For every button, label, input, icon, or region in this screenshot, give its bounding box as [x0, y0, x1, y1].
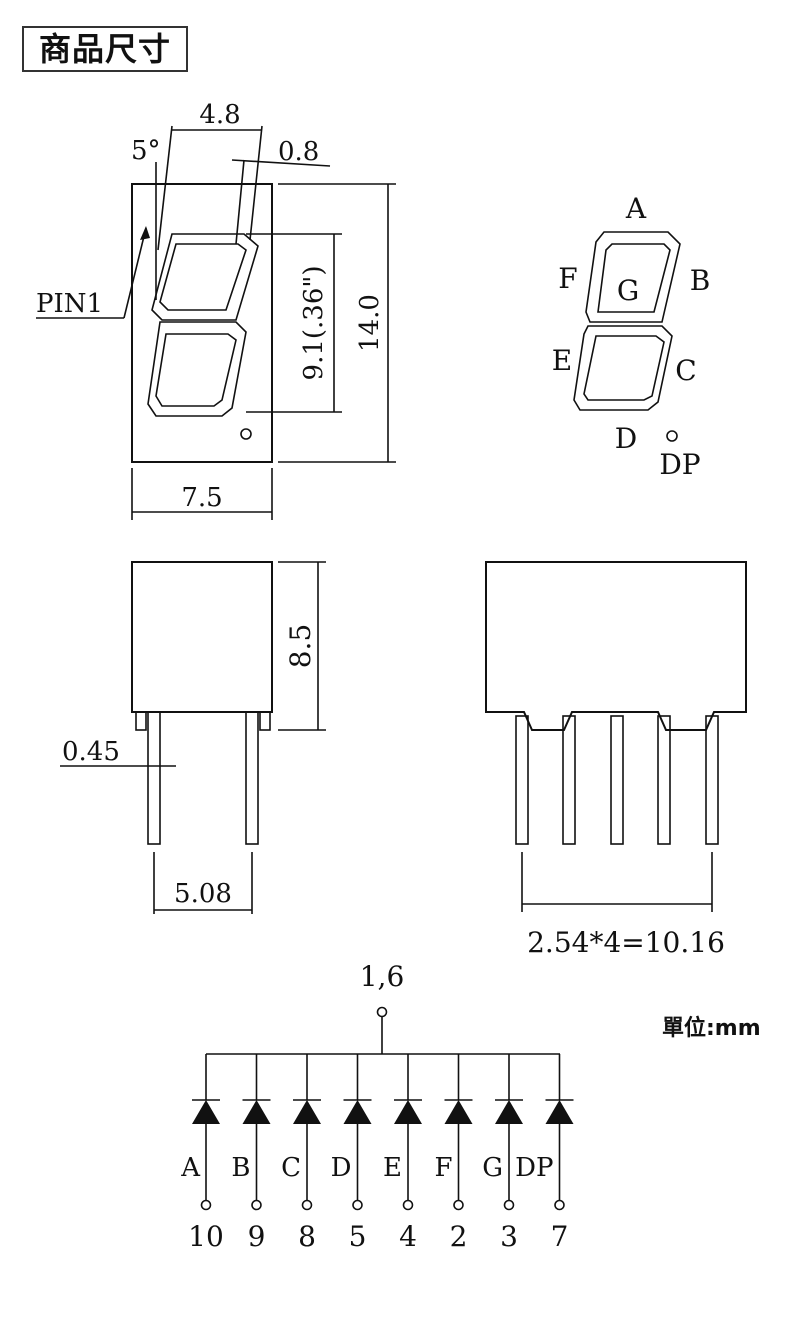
side-body-outline — [131, 561, 273, 713]
diode-symbol — [192, 1100, 220, 1124]
diode-column: D5 — [331, 1054, 372, 1253]
segment-label-f: F — [558, 262, 577, 295]
dim-pin-spacing: 5.08 — [174, 879, 232, 909]
segment-label-a: A — [625, 192, 647, 225]
diode-symbol — [343, 1100, 372, 1124]
segment-label-b: B — [690, 264, 711, 297]
dim-body-height: 8.5 — [284, 624, 317, 669]
bottom-pin — [657, 715, 671, 845]
front-digit-outline — [147, 233, 259, 417]
pin-number-3: 5 — [349, 1220, 367, 1253]
segment-label-g: G — [617, 274, 639, 307]
diode-column: G3 — [482, 1054, 523, 1253]
segment-name-7: DP — [515, 1153, 553, 1183]
pin-terminal — [503, 1199, 515, 1211]
segment-label-e: E — [552, 344, 572, 377]
pin-terminal — [554, 1199, 565, 1211]
pin-number-0: 10 — [188, 1220, 224, 1253]
diode-column: A 10 — [180, 1054, 224, 1253]
segment-dp-dot — [666, 430, 678, 442]
front-view: 4.8 5° 0.8 PIN1 9.1(.36") 14.0 7.5 — [36, 100, 396, 520]
diode-symbol — [242, 1100, 271, 1124]
pin-terminal — [453, 1199, 464, 1211]
pin-number-6: 3 — [500, 1220, 518, 1253]
diode-symbol — [495, 1100, 523, 1124]
bottom-pin — [515, 715, 529, 845]
pin-terminal — [200, 1199, 212, 1211]
diode-column: E4 — [383, 1054, 422, 1253]
dim-digit-height: 9.1(.36") — [299, 266, 329, 381]
diode-column: B9 — [231, 1054, 271, 1253]
common-pin-terminal — [376, 1006, 388, 1018]
segment-name-3: D — [331, 1153, 352, 1183]
pin1-label: PIN1 — [36, 289, 103, 319]
bottom-body-outline — [485, 561, 747, 731]
diode-column: C8 — [281, 1054, 321, 1253]
dim-pin-pitch: 2.54*4=10.16 — [527, 926, 725, 959]
diode-symbol — [293, 1100, 321, 1124]
diode-symbol — [444, 1100, 473, 1124]
dim-line-seg-width — [231, 159, 331, 167]
diode-symbol — [545, 1100, 574, 1124]
pin-number-7: 7 — [551, 1220, 569, 1253]
pin-terminal — [352, 1199, 363, 1211]
pin-terminal — [251, 1199, 262, 1211]
segment-label-c: C — [675, 354, 696, 387]
pin-number-5: 2 — [450, 1220, 468, 1253]
diode-symbol — [394, 1100, 422, 1124]
side-pin-right — [245, 711, 259, 845]
side-view: 8.5 0.45 5.08 — [60, 561, 326, 914]
dim-angle: 5° — [131, 136, 161, 166]
front-dp-dot — [240, 428, 252, 440]
dim-pin-thickness: 0.45 — [62, 737, 120, 767]
dim-total-width: 7.5 — [181, 483, 222, 513]
segment-name-4: E — [383, 1153, 402, 1183]
page-title: 商品尺寸 — [22, 26, 188, 72]
dim-total-height: 14.0 — [355, 294, 385, 352]
dim-seg-width: 0.8 — [278, 137, 319, 167]
segment-name-0: A — [180, 1153, 201, 1183]
bottom-pin — [562, 715, 576, 845]
segment-label-dp: DP — [659, 448, 700, 481]
segment-name-1: B — [231, 1153, 250, 1183]
dim-top-width: 4.8 — [199, 100, 240, 130]
bottom-pin — [705, 715, 719, 845]
bottom-pin — [610, 715, 624, 845]
side-pin-left — [147, 711, 161, 845]
segment-name-6: G — [482, 1153, 503, 1183]
pin-number-2: 8 — [298, 1220, 316, 1253]
diode-column: DP 7 — [515, 1054, 574, 1253]
bottom-view: 2.54*4=10.16 — [485, 561, 747, 959]
segment-name-5: F — [434, 1153, 452, 1183]
common-pin-label: 1,6 — [360, 960, 405, 993]
pin-terminal — [301, 1199, 313, 1211]
unit-label: 單位:mm — [662, 1016, 761, 1041]
diode-column: F2 — [434, 1054, 473, 1253]
segment-name-2: C — [281, 1153, 301, 1183]
segment-label-d: D — [615, 422, 637, 455]
pin-number-4: 4 — [399, 1220, 417, 1253]
front-body-outline — [131, 183, 273, 463]
segment-view: A B C D E F G DP — [552, 192, 711, 481]
pin-number-1: 9 — [248, 1220, 266, 1253]
pin-terminal — [402, 1199, 414, 1211]
